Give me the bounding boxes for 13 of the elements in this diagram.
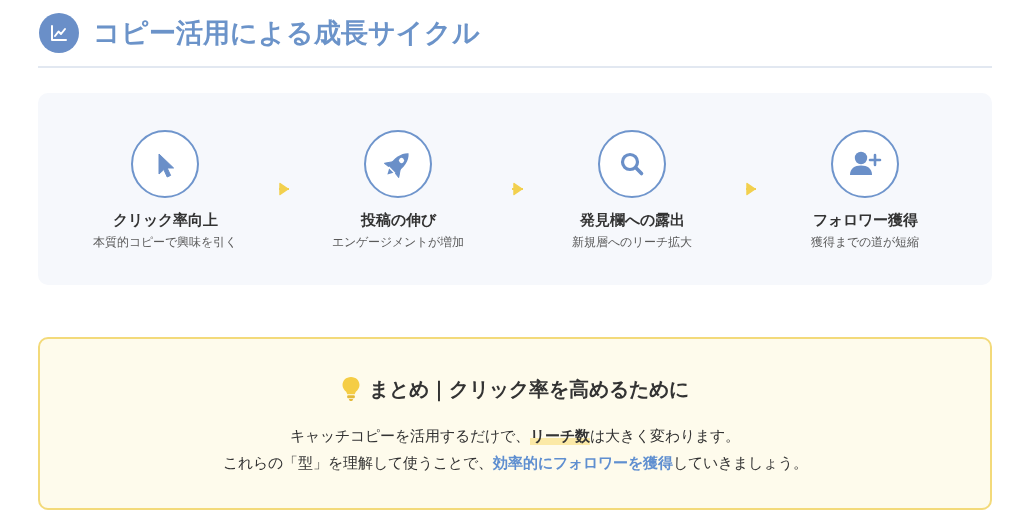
step-description: エンゲージメントが増加 bbox=[332, 234, 464, 250]
page-title: コピー活用による成長サイクル bbox=[93, 16, 480, 50]
summary-heading: まとめ｜クリック率を高めるために bbox=[369, 376, 689, 403]
step-title: クリック率向上 bbox=[112, 210, 218, 230]
summary-text: キャッチコピーを活用するだけで、リーチ数は大きく変わります。 bbox=[290, 426, 740, 447]
step-description: 獲得までの道が短縮 bbox=[811, 234, 919, 250]
step-title: 投稿の伸び bbox=[360, 210, 436, 230]
step-description: 新規層へのリーチ拡大 bbox=[572, 234, 692, 250]
step-title: フォロワー獲得 bbox=[812, 210, 918, 230]
step-title: 発見欄への露出 bbox=[579, 210, 685, 230]
summary-text: これらの「型」を理解して使うことで、効率的にフォロワーを獲得していきましょう。 bbox=[222, 453, 808, 474]
step-description: 本質的コピーで興味を引く bbox=[93, 234, 237, 250]
summary-box bbox=[38, 337, 992, 510]
